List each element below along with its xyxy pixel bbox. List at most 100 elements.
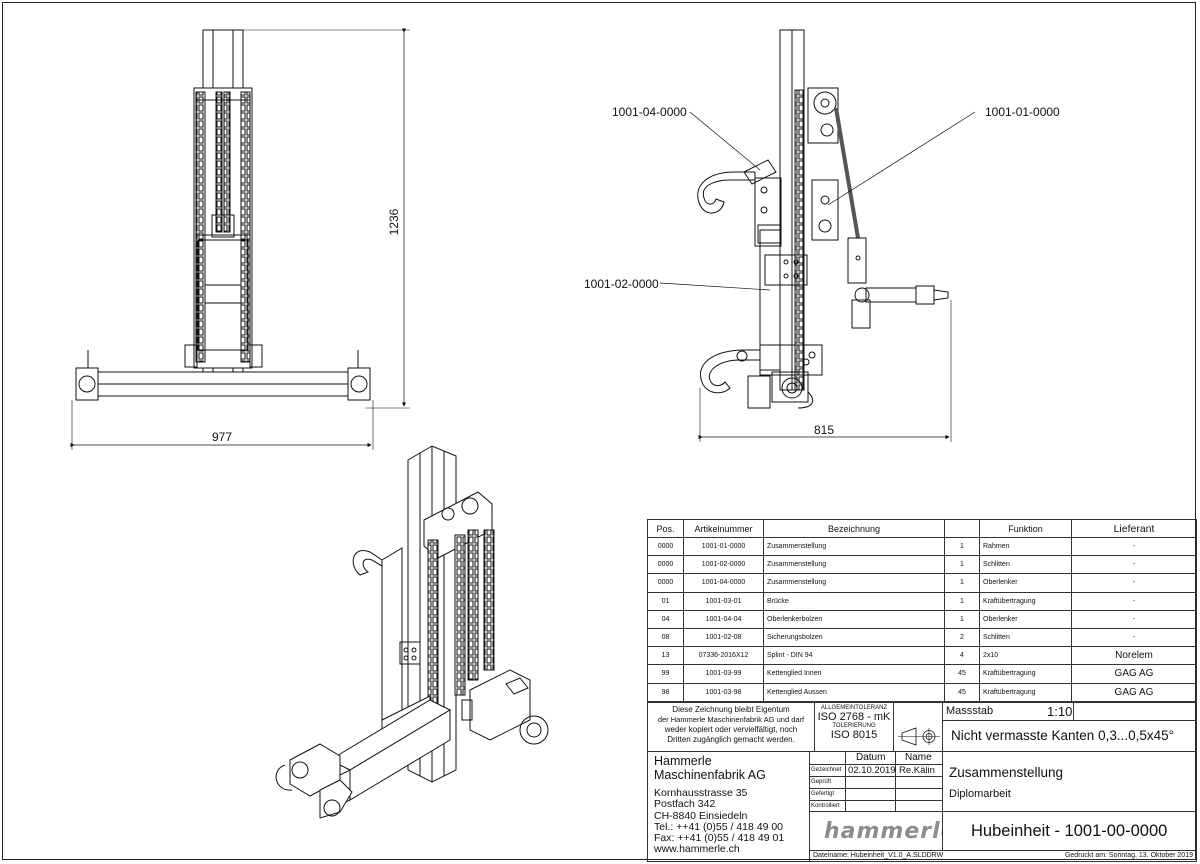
cell-article: 1001-02-08: [683, 627, 764, 648]
cell-pos: 0000: [647, 536, 684, 557]
header-supplier: Lieferant: [1071, 519, 1197, 538]
callout-1001-02-0000: 1001-02-0000: [584, 277, 659, 291]
tolerance-label: ALLGEMEINTOLERANZ: [820, 705, 888, 711]
cell-pos: 01: [647, 591, 684, 611]
company-city: CH-8840 Einsiedeln: [654, 809, 748, 822]
cell-pos: 98: [647, 682, 684, 702]
company-web: www.hammerle.ch: [654, 843, 740, 856]
header-article-number: Artikelnummer: [683, 519, 764, 538]
table-row: 04 1001-04-04 Oberlenkerbolzen 1 Oberlen…: [647, 609, 1197, 629]
isometric-view: [275, 445, 549, 819]
table-row: 0000 1001-01-0000 Zusammenstellung 1 Rah…: [647, 536, 1197, 557]
cell-function: Oberlenker: [979, 573, 1072, 593]
cell-function: Kraftübertragung: [979, 591, 1072, 611]
cell-article: 1001-02-0000: [683, 555, 764, 575]
table-row: 08 1001-02-08 Sicherungsbolzen 2 Schlitt…: [647, 627, 1197, 648]
scale-value: 1:10: [1047, 704, 1073, 719]
cell-function: Schlitten: [979, 555, 1072, 575]
table-row: 01 1001-03-01 Brücke 1 Kraftübertragung …: [647, 591, 1197, 611]
approval-label: Gefertigt: [811, 791, 835, 797]
cell-quantity: 45: [944, 682, 980, 702]
cell-function: Oberlenker: [979, 609, 1072, 629]
cell-function: 2x10: [979, 646, 1072, 666]
edges-note-block: Nicht vermasste Kanten 0,3...0,5x45°: [942, 720, 1197, 752]
cell-supplier: -: [1071, 591, 1197, 611]
table-row: 13 07336-2016X12 Splint - DIN 94 4 2x10 …: [647, 646, 1197, 666]
cell-description: Zusammenstellung: [763, 573, 945, 593]
col-name: Name: [905, 752, 932, 763]
ownership-line: Diese Zeichnung bleibt Eigentum: [672, 705, 790, 714]
cell-quantity: 1: [944, 609, 980, 629]
approval-label: Geprüft: [811, 779, 832, 785]
cell-supplier: -: [1071, 609, 1197, 629]
cell-quantity: 45: [944, 664, 980, 684]
cell-description: Kettenglied Aussen: [763, 682, 945, 702]
company-street: Kornhausstrasse 35: [654, 787, 748, 799]
filename: Dateiname: Hubeinheit_V1.0_A.SLDDRW: [813, 852, 944, 859]
cell-article: 1001-03-99: [683, 664, 764, 684]
title-line2: Diplomarbeit: [949, 788, 1011, 800]
company-fax: Fax: ++41 (0)55 / 418 49 01: [654, 832, 785, 845]
cell-function: Kraftübertragung: [979, 664, 1072, 684]
ownership-line: Dritten zugänglich gemacht werden.: [667, 735, 795, 744]
scale-block: Massstab 1:10: [942, 702, 1197, 721]
header-pos: Pos.: [647, 519, 684, 538]
cell-quantity: 1: [944, 573, 980, 593]
table-row: 0000 1001-04-0000 Zusammenstellung 1 Obe…: [647, 573, 1197, 593]
cell-description: Zusammenstellung: [763, 555, 945, 575]
company-name: Hammerle: [654, 754, 712, 768]
cell-function: Schlitten: [979, 627, 1072, 648]
dimension-height: 1236: [387, 208, 401, 235]
tolerancing-value: ISO 8015: [830, 729, 878, 741]
cell-supplier: -: [1071, 536, 1197, 557]
drawing-title-block: Hubeinheit - 1001-00-0000: [942, 811, 1197, 851]
edges-note: Nicht vermasste Kanten 0,3...0,5x45°: [951, 728, 1175, 743]
tolerance-value: ISO 2768 - mK: [817, 711, 891, 723]
table-row: 98 1001-03-98 Kettenglied Aussen 45 Kraf…: [647, 682, 1197, 702]
approval-label: Kontrolliert: [811, 803, 840, 809]
cell-pos: 0000: [647, 555, 684, 575]
header-description: Bezeichnung: [763, 519, 945, 538]
cell-pos: 08: [647, 627, 684, 648]
cell-quantity: 1: [944, 555, 980, 575]
cell-supplier: Norelem: [1071, 646, 1197, 666]
cell-description: Sicherungsbolzen: [763, 627, 945, 648]
callout-1001-01-0000: 1001-01-0000: [985, 105, 1060, 119]
cell-description: Splint - DIN 94: [763, 646, 945, 666]
drawing-title: Hubeinheit - 1001-00-0000: [971, 822, 1168, 840]
cell-quantity: 2: [944, 627, 980, 648]
cell-supplier: -: [1071, 627, 1197, 648]
title-block: Zusammenstellung Diplomarbeit: [942, 751, 1197, 812]
title-line1: Zusammenstellung: [949, 765, 1064, 780]
cell-quantity: 1: [944, 591, 980, 611]
parts-list-table: Pos. Artikelnummer Bezeichnung Funktion …: [647, 519, 1197, 702]
cell-article: 1001-03-98: [683, 682, 764, 702]
cell-function: Rahmen: [979, 536, 1072, 557]
projection-method-icon: [898, 727, 940, 746]
header-quantity: [944, 519, 980, 538]
front-view: [70, 28, 410, 450]
cell-pos: 04: [647, 609, 684, 629]
company-postbox: Postfach 342: [654, 798, 716, 811]
dimension-front-width: 977: [212, 430, 232, 444]
cell-description: Oberlenkerbolzen: [763, 609, 945, 629]
footer-block: Dateiname: Hubeinheit_V1.0_A.SLDDRW Gedr…: [809, 850, 1197, 862]
cell-supplier: GAG AG: [1071, 682, 1197, 702]
tolerance-block: ALLGEMEINTOLERANZ ISO 2768 - mK TOLERIER…: [814, 702, 894, 752]
cell-article: 1001-01-0000: [683, 536, 764, 557]
cell-article: 1001-04-0000: [683, 573, 764, 593]
cell-article: 1001-03-01: [683, 591, 764, 611]
cell-quantity: 4: [944, 646, 980, 666]
cell-description: Kettenglied Innen: [763, 664, 945, 684]
company-block: Hammerle Maschinenfabrik AG Kornhausstra…: [647, 751, 810, 862]
table-row: 99 1001-03-99 Kettenglied Innen 45 Kraft…: [647, 664, 1197, 684]
cell-pos: 0000: [647, 573, 684, 593]
ownership-line: der Hammerle Maschinenfabrik AG und darf: [657, 715, 805, 724]
approval-date: 02.10.2019: [848, 765, 896, 776]
cell-description: Brücke: [763, 591, 945, 611]
cell-article: 1001-04-04: [683, 609, 764, 629]
cell-function: Kraftübertragung: [979, 682, 1072, 702]
company-name-line2: Maschinenfabrik AG: [654, 768, 766, 782]
